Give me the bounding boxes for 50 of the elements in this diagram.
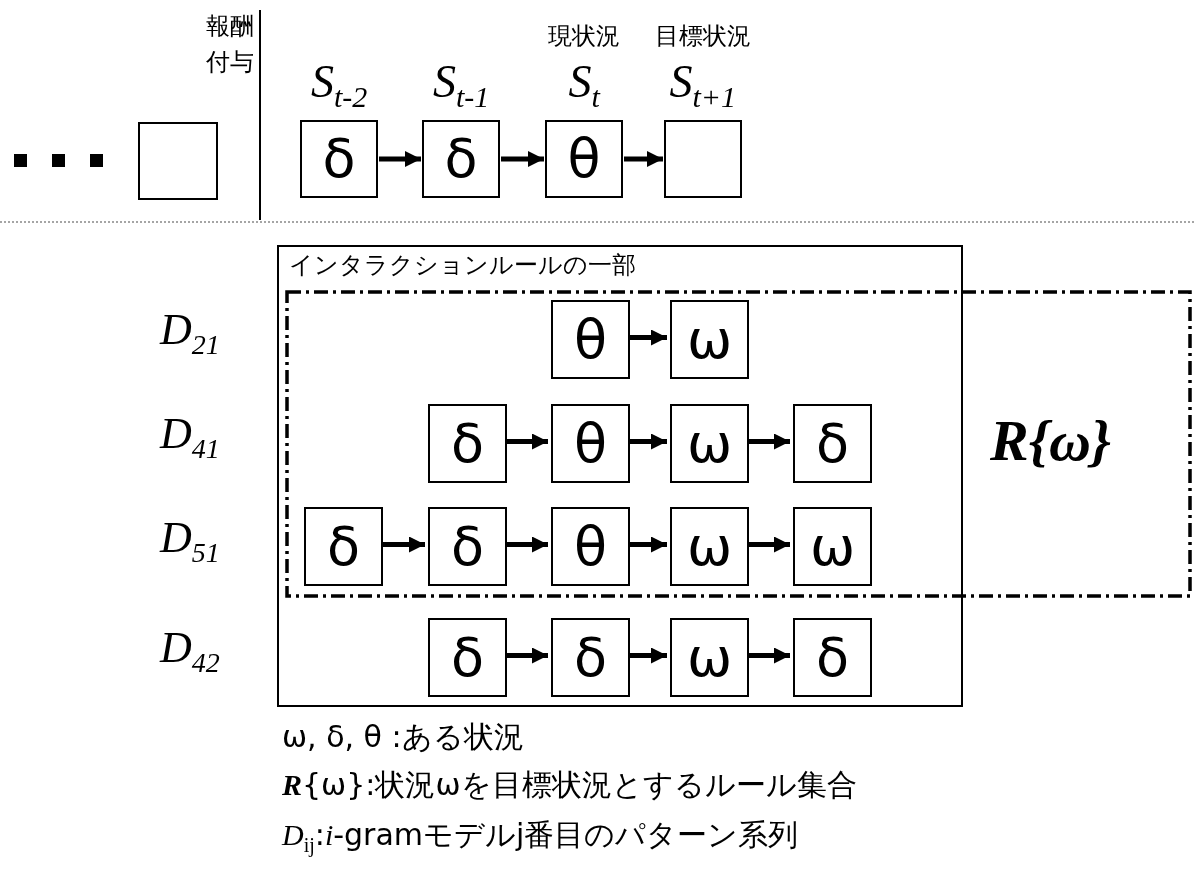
row-label: D$_{42}$	[160, 626, 220, 677]
arrow	[629, 329, 667, 346]
state-symbol: S$_{t-1}$	[433, 59, 490, 113]
state-box: ω	[670, 507, 749, 586]
state-box: θ	[545, 120, 623, 198]
row-label: D$_{51}$	[160, 516, 220, 567]
reward-caption: 報酬付与	[205, 11, 254, 78]
arrow	[506, 536, 548, 553]
state-box: δ	[793, 404, 872, 483]
arrow	[629, 647, 667, 664]
arrow	[501, 151, 544, 167]
state-box: δ	[422, 120, 500, 198]
state-box: ω	[670, 618, 749, 697]
arrow	[629, 536, 667, 553]
legend-note: R{ω}:状況ωを目標状況とするルール集合	[282, 770, 857, 800]
arrow	[506, 647, 548, 664]
state-box: ω	[670, 404, 749, 483]
arrow	[748, 433, 790, 450]
state-box: δ	[300, 120, 378, 198]
empty-box	[138, 122, 218, 200]
arrow	[382, 536, 425, 553]
arrow	[629, 433, 667, 450]
box-title: インタラクションルールの一部	[289, 251, 636, 280]
state-caption: 目標状況	[655, 22, 751, 51]
state-box: δ	[551, 618, 630, 697]
row-label: D$_{21}$	[160, 308, 220, 359]
arrow	[506, 433, 548, 450]
state-symbol: S$_{t+1}$	[669, 59, 737, 113]
empty-box	[664, 120, 742, 198]
legend-note: D$_{ij}$:i-gramモデルj番目のパターン系列	[282, 820, 799, 855]
arrow	[748, 647, 790, 664]
row-label: D$_{41}$	[160, 412, 220, 463]
state-caption: 現状況	[548, 22, 620, 51]
state-box: θ	[551, 404, 630, 483]
state-box: δ	[428, 507, 507, 586]
state-box: θ	[551, 507, 630, 586]
state-symbol: S$_{t-2}$	[311, 59, 368, 113]
arrow	[379, 151, 421, 167]
legend-note: ω, δ, θ :ある状況	[282, 722, 524, 752]
set-symbol: R{ω}	[990, 412, 1111, 470]
state-box: δ	[304, 507, 383, 586]
arrow	[624, 151, 663, 167]
state-box: δ	[793, 618, 872, 697]
arrow	[748, 536, 790, 553]
state-box: δ	[428, 618, 507, 697]
state-symbol: S$_{t}$	[568, 59, 600, 113]
state-box: ω	[670, 300, 749, 379]
state-box: θ	[551, 300, 630, 379]
state-box: δ	[428, 404, 507, 483]
state-box: ω	[793, 507, 872, 586]
